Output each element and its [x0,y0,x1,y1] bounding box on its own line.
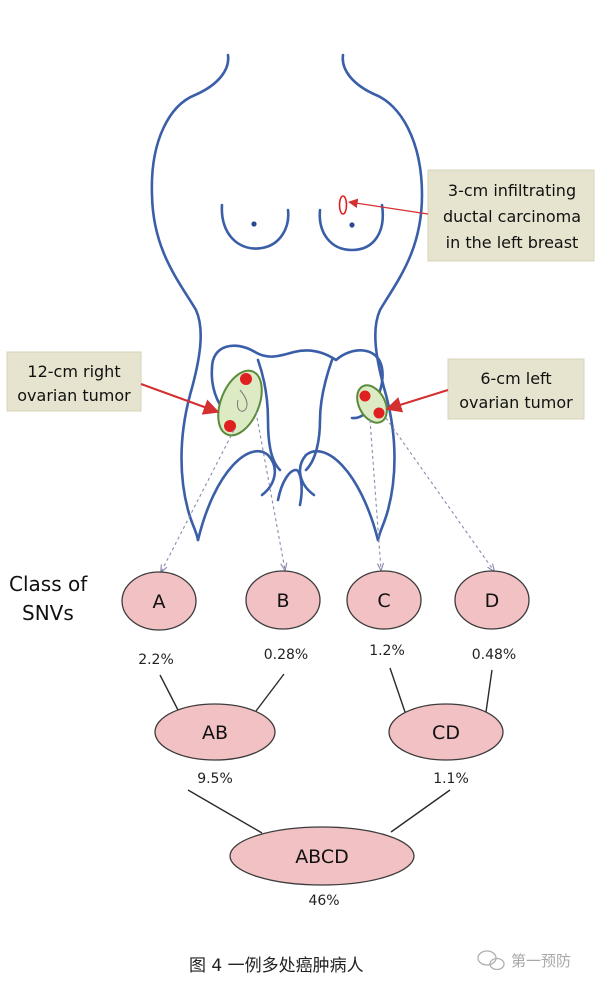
right-ovary-callout: 12-cm right ovarian tumor [6,351,142,412]
left-ovary-callout-arrow [385,389,449,413]
pct-A: 2.2% [138,652,174,668]
node-C: C [346,570,422,630]
breast-tumor-mark [338,195,348,215]
left-ovarian-tumor [356,384,388,424]
left-breast-outline [318,203,385,252]
node-ABCD: ABCD [229,826,415,886]
pct-B: 0.28% [264,647,308,663]
uterus-outline [210,344,384,420]
breast-callout: 3-cm infiltrating ductal carcinoma in th… [427,169,595,262]
right-breast-outline [220,203,290,250]
node-CD: CD [388,703,504,761]
right-ovary-callout-arrow [140,383,220,415]
watermark-text: 第一预防 [511,952,571,970]
left-ovary-callout-line-2: ovarian tumor [459,393,573,412]
class-label-line-1: Class of [9,572,88,596]
node-C-label: C [377,590,390,612]
breast-callout-arrow [348,198,429,215]
wechat-watermark-icon [477,950,505,971]
node-B: B [245,570,321,630]
node-AB: AB [154,703,276,761]
tree-connectors [159,667,493,834]
breast-callout-line-2: ductal carcinoma [443,207,581,226]
node-AB-label: AB [202,722,228,744]
node-D: D [454,570,530,630]
arrow-to-C [369,419,381,570]
breast-callout-line-1: 3-cm infiltrating [448,181,576,200]
pct-AB: 9.5% [197,771,233,787]
class-label-line-2: SNVs [22,601,74,625]
node-CD-label: CD [432,722,460,744]
left-nipple [349,222,355,228]
right-nipple [251,221,257,227]
pct-D: 0.48% [472,647,516,663]
left-ovary-callout-line-1: 6-cm left [480,369,551,388]
node-B-label: B [276,590,289,612]
body-outline [150,53,424,542]
pct-C: 1.2% [369,643,405,659]
right-ovary-callout-line-1: 12-cm right [27,362,120,381]
arrow-to-D [385,417,494,571]
pct-ABCD: 46% [308,893,339,909]
node-A-label: A [153,591,166,613]
pct-CD: 1.1% [433,771,469,787]
arrow-to-B [255,411,285,570]
right-ovary-callout-line-2: ovarian tumor [17,386,131,405]
right-ovarian-tumor [217,369,263,437]
arrow-to-A [161,429,235,572]
breast-callout-line-3: in the left breast [446,233,579,252]
figure-caption: 图 4 一例多处癌肿病人 [189,956,364,976]
node-ABCD-label: ABCD [295,846,349,868]
left-ovary-callout: 6-cm left ovarian tumor [447,358,585,420]
node-A: A [121,571,197,631]
sample-arrows [161,411,494,572]
node-D-label: D [485,590,500,612]
